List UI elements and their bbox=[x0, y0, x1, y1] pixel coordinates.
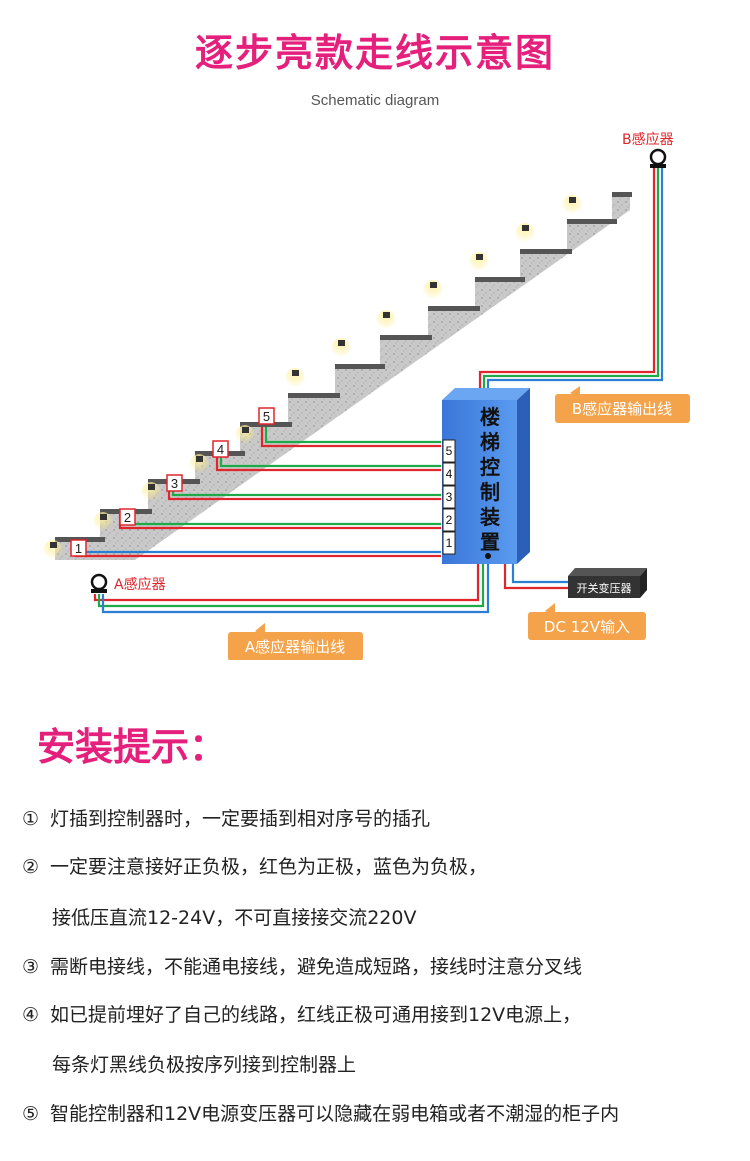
tip-text: 如已提前埋好了自己的线路，红线正极可通用接到12V电源上， bbox=[50, 1004, 582, 1026]
sensor-a-label: A感应器 bbox=[114, 576, 166, 593]
sensor-a-icon bbox=[90, 573, 108, 591]
svg-text:1: 1 bbox=[446, 536, 453, 550]
tip-5: ⑤ 智能控制器和12V电源变压器可以隐藏在弱电箱或者不潮湿的柜子内 bbox=[22, 1099, 619, 1126]
tip-2: ② 一定要注意接好正负极，红色为正极，蓝色为负极， bbox=[22, 852, 487, 879]
tip-3: ③ 需断电接线，不能通电接线，避免造成短路，接线时注意分叉线 bbox=[22, 952, 582, 979]
tip-text: 灯插到控制器时，一定要插到相对序号的插孔 bbox=[50, 808, 431, 830]
tip-number: ① bbox=[22, 808, 40, 830]
svg-text:5: 5 bbox=[263, 409, 270, 424]
sensor-a-wires bbox=[93, 562, 490, 614]
step-number-tags: 1 2 3 4 5 bbox=[70, 407, 275, 557]
callout-b-output: B感应器输出线 bbox=[555, 386, 690, 423]
svg-text:2: 2 bbox=[124, 510, 131, 525]
controller-char-3: 制 bbox=[480, 480, 500, 504]
tip-4-continued: 每条灯黑线负极按序列接到控制器上 bbox=[52, 1054, 357, 1076]
svg-text:B感应器输出线: B感应器输出线 bbox=[572, 400, 672, 418]
controller-port-5: 5 bbox=[442, 439, 456, 463]
tip-2-continued: 接低压直流12-24V，不可直接接交流220V bbox=[52, 907, 417, 929]
step-tag-3: 3 bbox=[166, 474, 183, 492]
step-tag-5: 5 bbox=[258, 407, 275, 425]
svg-text:3: 3 bbox=[446, 490, 453, 504]
controller-port-2: 2 bbox=[442, 508, 456, 532]
power-wires bbox=[503, 562, 568, 590]
tip-4: ④ 如已提前埋好了自己的线路，红线正极可通用接到12V电源上， bbox=[22, 1000, 581, 1027]
tip-text: 一定要注意接好正负极，红色为正极，蓝色为负极， bbox=[50, 856, 488, 878]
controller-port-4: 4 bbox=[442, 462, 456, 486]
tip-text: 智能控制器和12V电源变压器可以隐藏在弱电箱或者不潮湿的柜子内 bbox=[50, 1103, 620, 1125]
svg-text:DC 12V输入: DC 12V输入 bbox=[544, 618, 630, 636]
step-treads bbox=[55, 192, 632, 542]
svg-text:A感应器输出线: A感应器输出线 bbox=[245, 638, 345, 656]
svg-text:4: 4 bbox=[217, 442, 224, 457]
step-tag-2: 2 bbox=[119, 508, 136, 526]
controller-char-2: 控 bbox=[480, 455, 500, 479]
sensor-b-icon bbox=[649, 148, 667, 166]
callout-a-output: A感应器输出线 bbox=[228, 623, 363, 660]
controller-port-3: 3 bbox=[442, 485, 456, 509]
svg-text:开关变压器: 开关变压器 bbox=[577, 581, 632, 595]
switching-transformer: 开关变压器 bbox=[568, 568, 647, 598]
sensor-b-label: B感应器 bbox=[622, 131, 674, 148]
tip-1: ① 灯插到控制器时，一定要插到相对序号的插孔 bbox=[22, 804, 430, 831]
tips-heading: 安装提示： bbox=[37, 725, 228, 769]
sensor-b: B感应器 bbox=[622, 131, 674, 168]
step-tag-4: 4 bbox=[212, 440, 229, 458]
tip-number: ④ bbox=[22, 1004, 40, 1026]
controller-char-5: 置 bbox=[480, 530, 500, 554]
controller-char-0: 楼 bbox=[480, 405, 500, 429]
step-tag-1: 1 bbox=[70, 539, 87, 557]
wiring-diagram: 1 2 3 4 5 楼 梯 控 制 装 置 5 4 3 bbox=[43, 131, 690, 660]
svg-text:4: 4 bbox=[446, 467, 453, 481]
controller-char-4: 装 bbox=[479, 505, 500, 529]
controller-char-1: 梯 bbox=[480, 430, 500, 454]
sensor-b-wires bbox=[478, 168, 664, 394]
callout-dc-input: DC 12V输入 bbox=[528, 603, 646, 640]
svg-text:5: 5 bbox=[446, 444, 453, 458]
tip-number: ③ bbox=[22, 956, 40, 978]
svg-text:3: 3 bbox=[171, 476, 178, 491]
tip-number: ⑤ bbox=[22, 1103, 40, 1125]
stair-controller-box: 楼 梯 控 制 装 置 5 4 3 2 1 bbox=[442, 388, 530, 564]
page-subtitle: Schematic diagram bbox=[310, 92, 440, 109]
page-title: 逐步亮款走线示意图 bbox=[194, 31, 555, 75]
step-lamps bbox=[43, 195, 582, 564]
tip-number: ② bbox=[22, 856, 40, 878]
sensor-a: A感应器 bbox=[90, 573, 166, 593]
tip-text: 需断电接线，不能通电接线，避免造成短路，接线时注意分叉线 bbox=[50, 956, 583, 978]
svg-text:2: 2 bbox=[446, 513, 453, 527]
svg-text:1: 1 bbox=[75, 541, 82, 556]
controller-port-1: 1 bbox=[442, 531, 456, 555]
